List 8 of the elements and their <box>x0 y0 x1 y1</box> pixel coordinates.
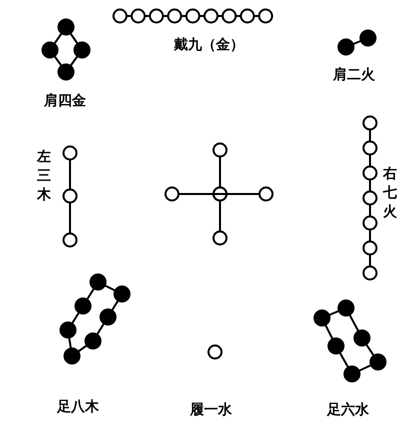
pattern-label: 戴九（金） <box>174 38 244 54</box>
pattern-label: 肩四金 <box>44 94 86 110</box>
pattern-label: 左三木 <box>37 148 52 205</box>
pattern-label: 履一水 <box>190 403 232 418</box>
pattern-label: 肩二火 <box>333 68 375 84</box>
pattern-label: 右七火 <box>383 165 398 222</box>
pattern-label: 足六水 <box>327 403 369 418</box>
pattern-label: 足八木 <box>57 400 99 416</box>
